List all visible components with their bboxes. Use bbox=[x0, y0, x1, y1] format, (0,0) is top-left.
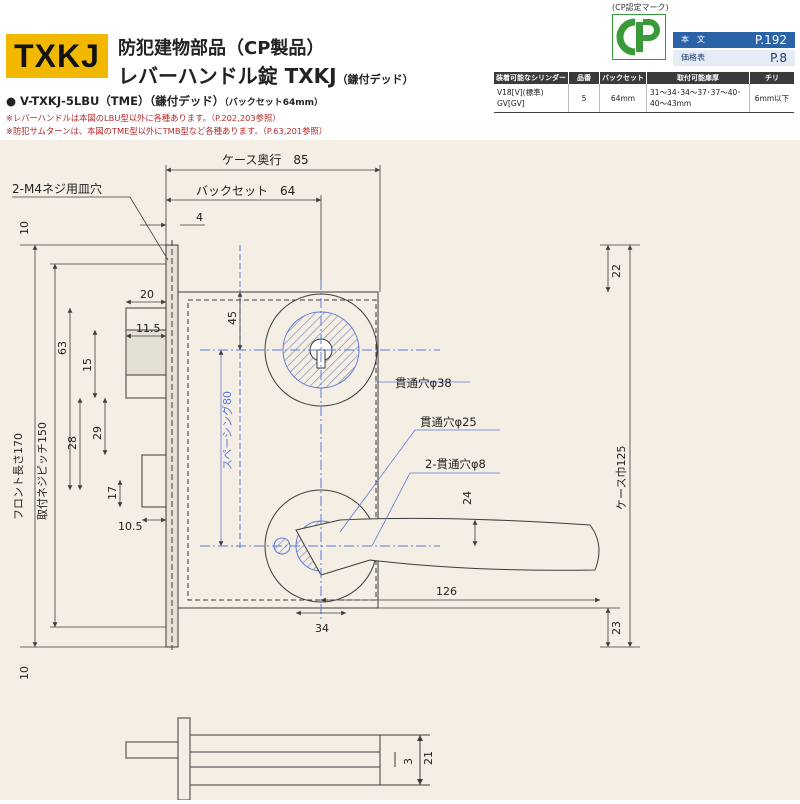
dim-63: 63 bbox=[56, 341, 69, 355]
dim-24: 24 bbox=[461, 491, 474, 505]
dim-11-5: 11.5 bbox=[136, 322, 161, 335]
spec-header-row: 装着可能なシリンダー 品番 バックセット 取付可能扉厚 チリ bbox=[494, 72, 794, 84]
spec-row: V18[V](標準) GV[GV] 5 64mm 31〜34･34〜37･37〜… bbox=[494, 84, 794, 113]
product-title-main: レバーハンドル錠 TXKJ bbox=[118, 64, 337, 88]
dim-29: 29 bbox=[91, 426, 104, 440]
label-screw-hole: 2-M4ネジ用皿穴 bbox=[12, 181, 102, 196]
label-thru-38: 貫通穴φ38 bbox=[395, 376, 452, 390]
dim-22: 22 bbox=[610, 264, 623, 278]
dim-45: 45 bbox=[226, 311, 239, 325]
dim-4: 4 bbox=[196, 211, 203, 224]
dim-3: 3 bbox=[402, 758, 415, 765]
dim-23: 23 bbox=[610, 621, 623, 635]
label-case-width: ケース巾125 bbox=[614, 446, 628, 510]
dim-20: 20 bbox=[140, 288, 154, 301]
spec-header: バックセット bbox=[599, 72, 647, 84]
dim-34: 34 bbox=[315, 622, 329, 635]
label-screw-pitch: 取付ネジピッチ150 bbox=[36, 422, 49, 520]
category-title: 防犯建物部品（CP製品） bbox=[118, 38, 325, 59]
model-line: ● V-TXKJ-5LBU（TME）（鎌付デッド）（バックセット64mm） bbox=[6, 93, 323, 109]
spec-header: 取付可能扉厚 bbox=[646, 72, 750, 84]
dim-15: 15 bbox=[81, 358, 94, 372]
spec-cell-number: 5 bbox=[568, 84, 600, 113]
product-title: レバーハンドル錠 TXKJ（鎌付デッド） bbox=[118, 60, 414, 89]
latch-bolt bbox=[141, 454, 167, 508]
dim-21: 21 bbox=[422, 751, 435, 765]
label-thru-8: 2-貫通穴φ8 bbox=[425, 457, 486, 471]
cp-caption: (CP認定マーク) bbox=[612, 3, 669, 12]
section-front bbox=[177, 717, 191, 801]
spec-header: 品番 bbox=[568, 72, 600, 84]
series-badge: TXKJ bbox=[6, 34, 108, 78]
technical-drawing: 2-M4ネジ用皿穴 ケース奥行 85 バックセット 64 4 貫通穴φ38 貫通… bbox=[0, 140, 800, 801]
dim-17: 17 bbox=[106, 486, 119, 500]
drawing-svg: 2-M4ネジ用皿穴 ケース奥行 85 バックセット 64 4 貫通穴φ38 貫通… bbox=[12, 153, 640, 801]
spec-cell-door: 31〜34･34〜37･37〜40･ 40〜43mm bbox=[646, 84, 750, 113]
spec-header: チリ bbox=[749, 72, 794, 84]
cp-mark-logo bbox=[612, 14, 666, 60]
spec-header: 装着可能なシリンダー bbox=[494, 72, 569, 84]
ref-value: P.8 bbox=[770, 51, 787, 65]
spec-cell-chiri: 6mm以下 bbox=[749, 84, 794, 113]
dim-10-bottom: 10 bbox=[18, 666, 31, 680]
model-backset: （バックセット64mm） bbox=[224, 98, 323, 108]
spec-cell-backset: 64mm bbox=[599, 84, 647, 113]
ref-label: 本 文 bbox=[681, 35, 705, 44]
label-spacing: スペーシング80 bbox=[220, 391, 234, 470]
note-lever: ※レバーハンドルは本図のLBU型以外に各種あります。（P.202,203参照） bbox=[6, 113, 281, 123]
dim-10-top: 10 bbox=[18, 221, 31, 235]
ref-label: 価格表 bbox=[681, 53, 705, 62]
product-title-suffix: （鎌付デッド） bbox=[336, 73, 414, 86]
note-thumbturn: ※防犯サムターンは、本図のTME型以外にTMB型など各種あります。（P.63,2… bbox=[6, 126, 328, 136]
cp-logo-icon bbox=[616, 18, 660, 56]
dim-126: 126 bbox=[436, 585, 457, 598]
ref-honbun: 本 文 P.192 bbox=[673, 32, 795, 48]
spec-cell-cylinder: V18[V](標準) GV[GV] bbox=[494, 84, 569, 113]
ref-value: P.192 bbox=[754, 33, 787, 47]
label-backset: バックセット 64 bbox=[196, 184, 295, 198]
label-front-length: フロント長さ170 bbox=[12, 433, 25, 520]
dim-28: 28 bbox=[66, 436, 79, 450]
dim-10-5: 10.5 bbox=[118, 520, 143, 533]
lever-handle bbox=[295, 517, 600, 576]
section-case bbox=[189, 734, 381, 786]
lock-case bbox=[177, 291, 379, 609]
label-case-depth: ケース奥行 85 bbox=[222, 153, 309, 167]
spec-table: 装着可能なシリンダー 品番 バックセット 取付可能扉厚 チリ V18[V](標準… bbox=[494, 72, 794, 113]
bullet: ● bbox=[6, 94, 17, 108]
label-thru-25: 貫通穴φ25 bbox=[420, 415, 477, 429]
ref-price: 価格表 P.8 bbox=[673, 50, 795, 66]
model-code: V-TXKJ-5LBU（TME）（鎌付デッド） bbox=[16, 94, 225, 108]
